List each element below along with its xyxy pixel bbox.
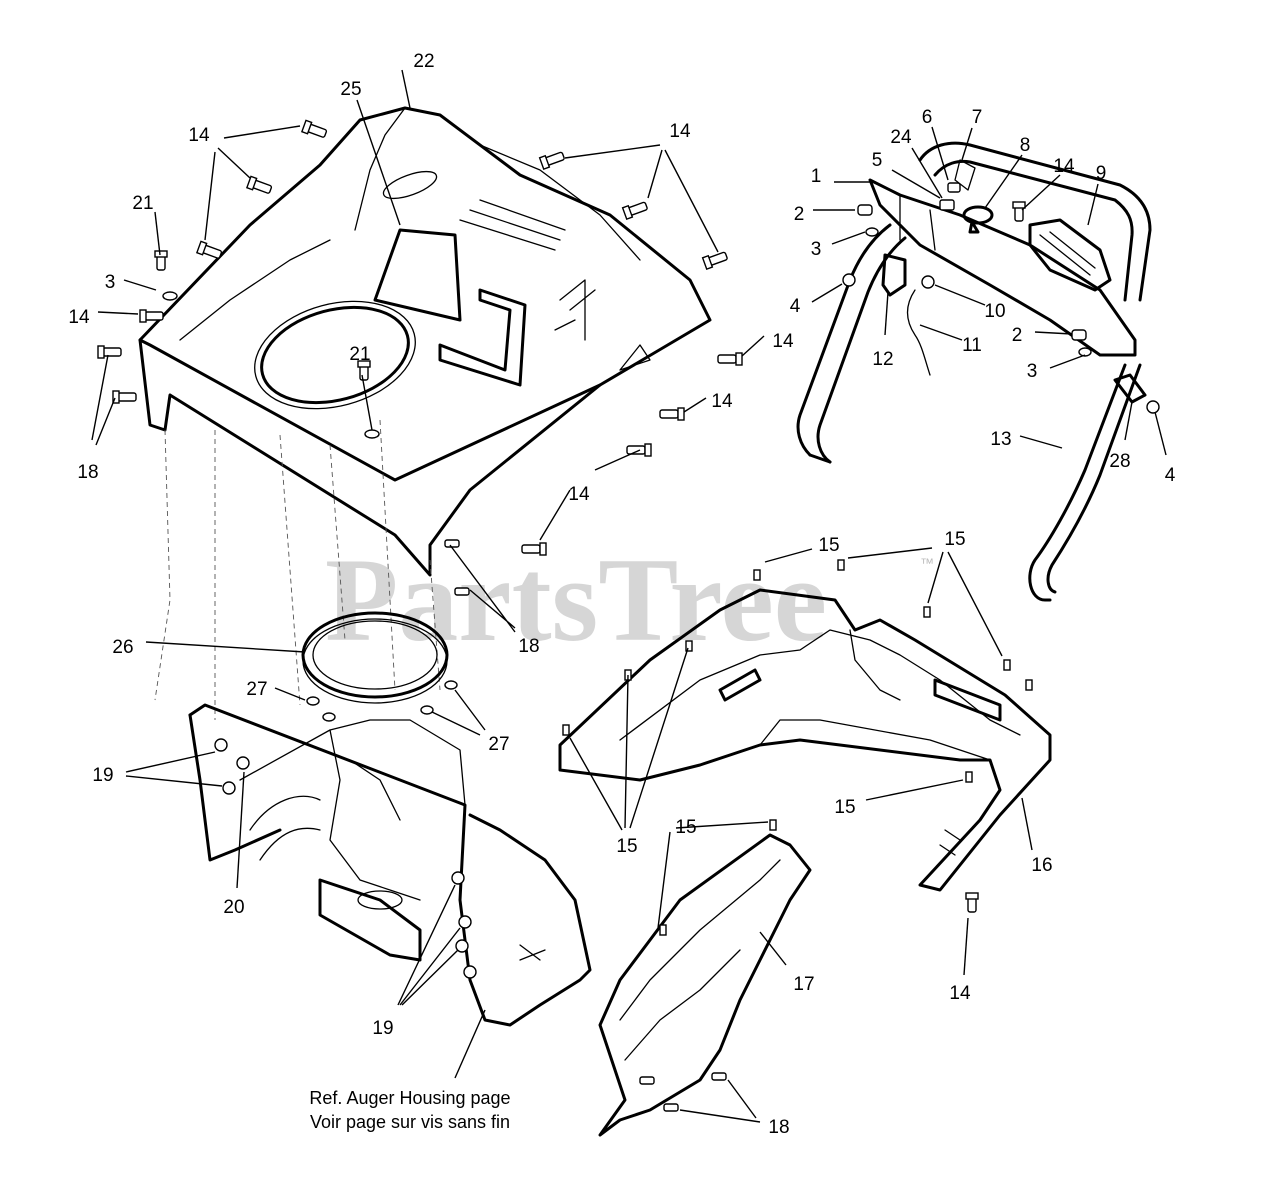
callout-21: 21: [349, 344, 370, 365]
lower-shroud-part-17: [598, 833, 812, 1137]
callout-15: 15: [616, 836, 637, 857]
callout-25: 25: [340, 79, 361, 100]
callout-26: 26: [112, 637, 133, 658]
reference-note-line-1: Ref. Auger Housing page: [309, 1088, 510, 1108]
fasteners: [97, 119, 1160, 1112]
callout-14: 14: [568, 484, 590, 505]
alignment-lines: [154, 419, 441, 720]
callout-3: 3: [105, 272, 116, 293]
callout-3: 3: [811, 239, 822, 260]
reference-note: Ref. Auger Housing page Voir page sur vi…: [309, 1088, 510, 1132]
reference-note-line-2: Voir page sur vis sans fin: [310, 1112, 510, 1132]
watermark: PartsTree ™: [325, 533, 934, 666]
callout-14: 14: [68, 307, 90, 328]
callout-2: 2: [794, 204, 805, 225]
callout-15: 15: [818, 535, 839, 556]
callout-14: 14: [188, 125, 210, 146]
callout-14: 14: [949, 983, 971, 1004]
callout-3: 3: [1027, 361, 1038, 382]
callout-14: 14: [711, 391, 733, 412]
lower-auger-housing: [188, 703, 592, 1027]
callout-2: 2: [1012, 325, 1023, 346]
watermark-text: PartsTree: [325, 533, 827, 666]
callout-6: 6: [922, 107, 933, 128]
upper-housing-part-22: [138, 106, 712, 577]
leader-lines: [91, 69, 1167, 1123]
callout-13: 13: [990, 429, 1011, 450]
callout-4: 4: [1165, 465, 1176, 486]
callout-24: 24: [890, 127, 912, 148]
callout-15: 15: [834, 797, 855, 818]
callout-7: 7: [972, 107, 983, 128]
callout-14: 14: [1053, 156, 1075, 177]
callout-17: 17: [793, 974, 814, 995]
callout-5: 5: [872, 150, 883, 171]
callout-27: 27: [488, 734, 509, 755]
callout-19: 19: [92, 765, 113, 786]
callout-10: 10: [984, 301, 1005, 322]
handle-assembly-part-13: [796, 141, 1152, 602]
callout-15: 15: [944, 529, 965, 550]
callout-14: 14: [669, 121, 691, 142]
callout-1: 1: [811, 166, 822, 187]
ring-part-26: [301, 611, 449, 704]
callout-18: 18: [77, 462, 98, 483]
callout-22: 22: [413, 51, 434, 72]
callout-8: 8: [1020, 135, 1031, 156]
callout-18: 18: [768, 1117, 789, 1138]
callout-11: 11: [962, 335, 982, 356]
callout-9: 9: [1096, 163, 1107, 184]
callout-21: 21: [132, 193, 153, 214]
callout-12: 12: [872, 349, 893, 370]
callout-27: 27: [246, 679, 267, 700]
callout-4: 4: [790, 296, 801, 317]
callout-16: 16: [1031, 855, 1052, 876]
watermark-trademark: ™: [920, 555, 934, 571]
callout-15: 15: [675, 817, 696, 838]
callout-28: 28: [1109, 451, 1130, 472]
callout-19: 19: [372, 1018, 393, 1039]
callout-18: 18: [518, 636, 539, 657]
callout-14: 14: [772, 331, 794, 352]
callout-20: 20: [223, 897, 244, 918]
right-shroud-part-16: [558, 588, 1052, 892]
